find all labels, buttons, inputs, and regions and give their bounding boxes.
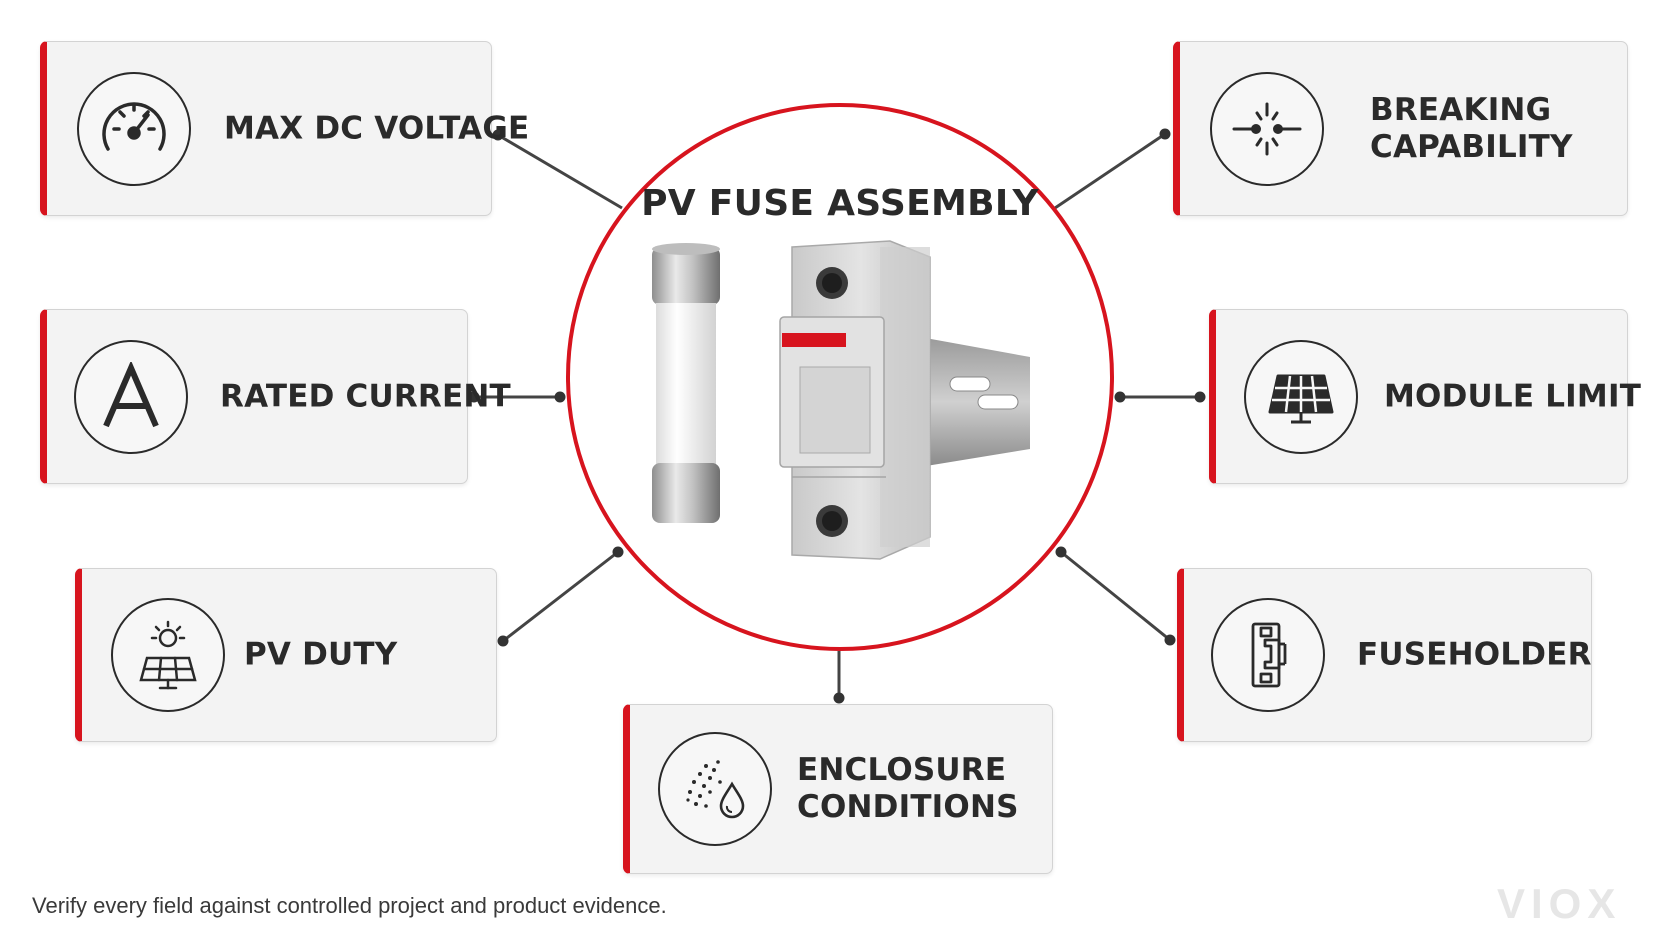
- footer-note: Verify every field against controlled pr…: [32, 893, 667, 918]
- card-label-line: CONDITIONS: [797, 789, 1019, 825]
- brand-logo: VIOX: [1497, 880, 1622, 927]
- card-label-line: BREAKING: [1370, 91, 1552, 128]
- din-rail: [920, 337, 1030, 467]
- cartridge-fuse: [652, 243, 720, 523]
- breaking-arc-icon: [1210, 71, 1324, 186]
- solar-panel-icon: [1244, 339, 1358, 454]
- card-label-line: CAPABILITY: [1370, 128, 1573, 165]
- fuseholder-icon: [1211, 598, 1325, 712]
- ampere-icon: [74, 339, 188, 454]
- center-product-circle: PV FUSE ASSEMBLY: [566, 103, 1114, 651]
- gauge-icon: [77, 71, 191, 186]
- card-label: MODULE LIMIT: [1384, 378, 1642, 414]
- card-label: PV DUTY: [244, 636, 398, 673]
- card-fuseholder: FUSEHOLDER: [1177, 568, 1592, 742]
- card-label: MAX DC VOLTAGE: [224, 110, 530, 146]
- card-breaking-capability: BREAKING CAPABILITY: [1173, 41, 1628, 216]
- fuseholder-body: [779, 240, 931, 560]
- card-label: ENCLOSURE CONDITIONS: [797, 752, 1019, 826]
- card-max-dc-voltage: MAX DC VOLTAGE: [40, 41, 529, 216]
- pv-fuse-product-illustration: [652, 240, 1030, 560]
- card-pv-duty: PV DUTY: [75, 568, 497, 742]
- card-label-line: ENCLOSURE: [797, 752, 1007, 788]
- card-module-limit: MODULE LIMIT: [1209, 309, 1641, 484]
- card-label: RATED CURRENT: [220, 378, 511, 414]
- center-title: PV FUSE ASSEMBLY: [641, 183, 1039, 224]
- card-label: BREAKING CAPABILITY: [1370, 92, 1573, 166]
- card-rated-current: RATED CURRENT: [40, 309, 511, 484]
- card-enclosure-conditions: ENCLOSURE CONDITIONS: [623, 704, 1053, 874]
- sun-solar-panel-icon: [111, 598, 225, 712]
- card-label: FUSEHOLDER: [1357, 636, 1592, 673]
- dust-water-drop-icon: [658, 732, 772, 846]
